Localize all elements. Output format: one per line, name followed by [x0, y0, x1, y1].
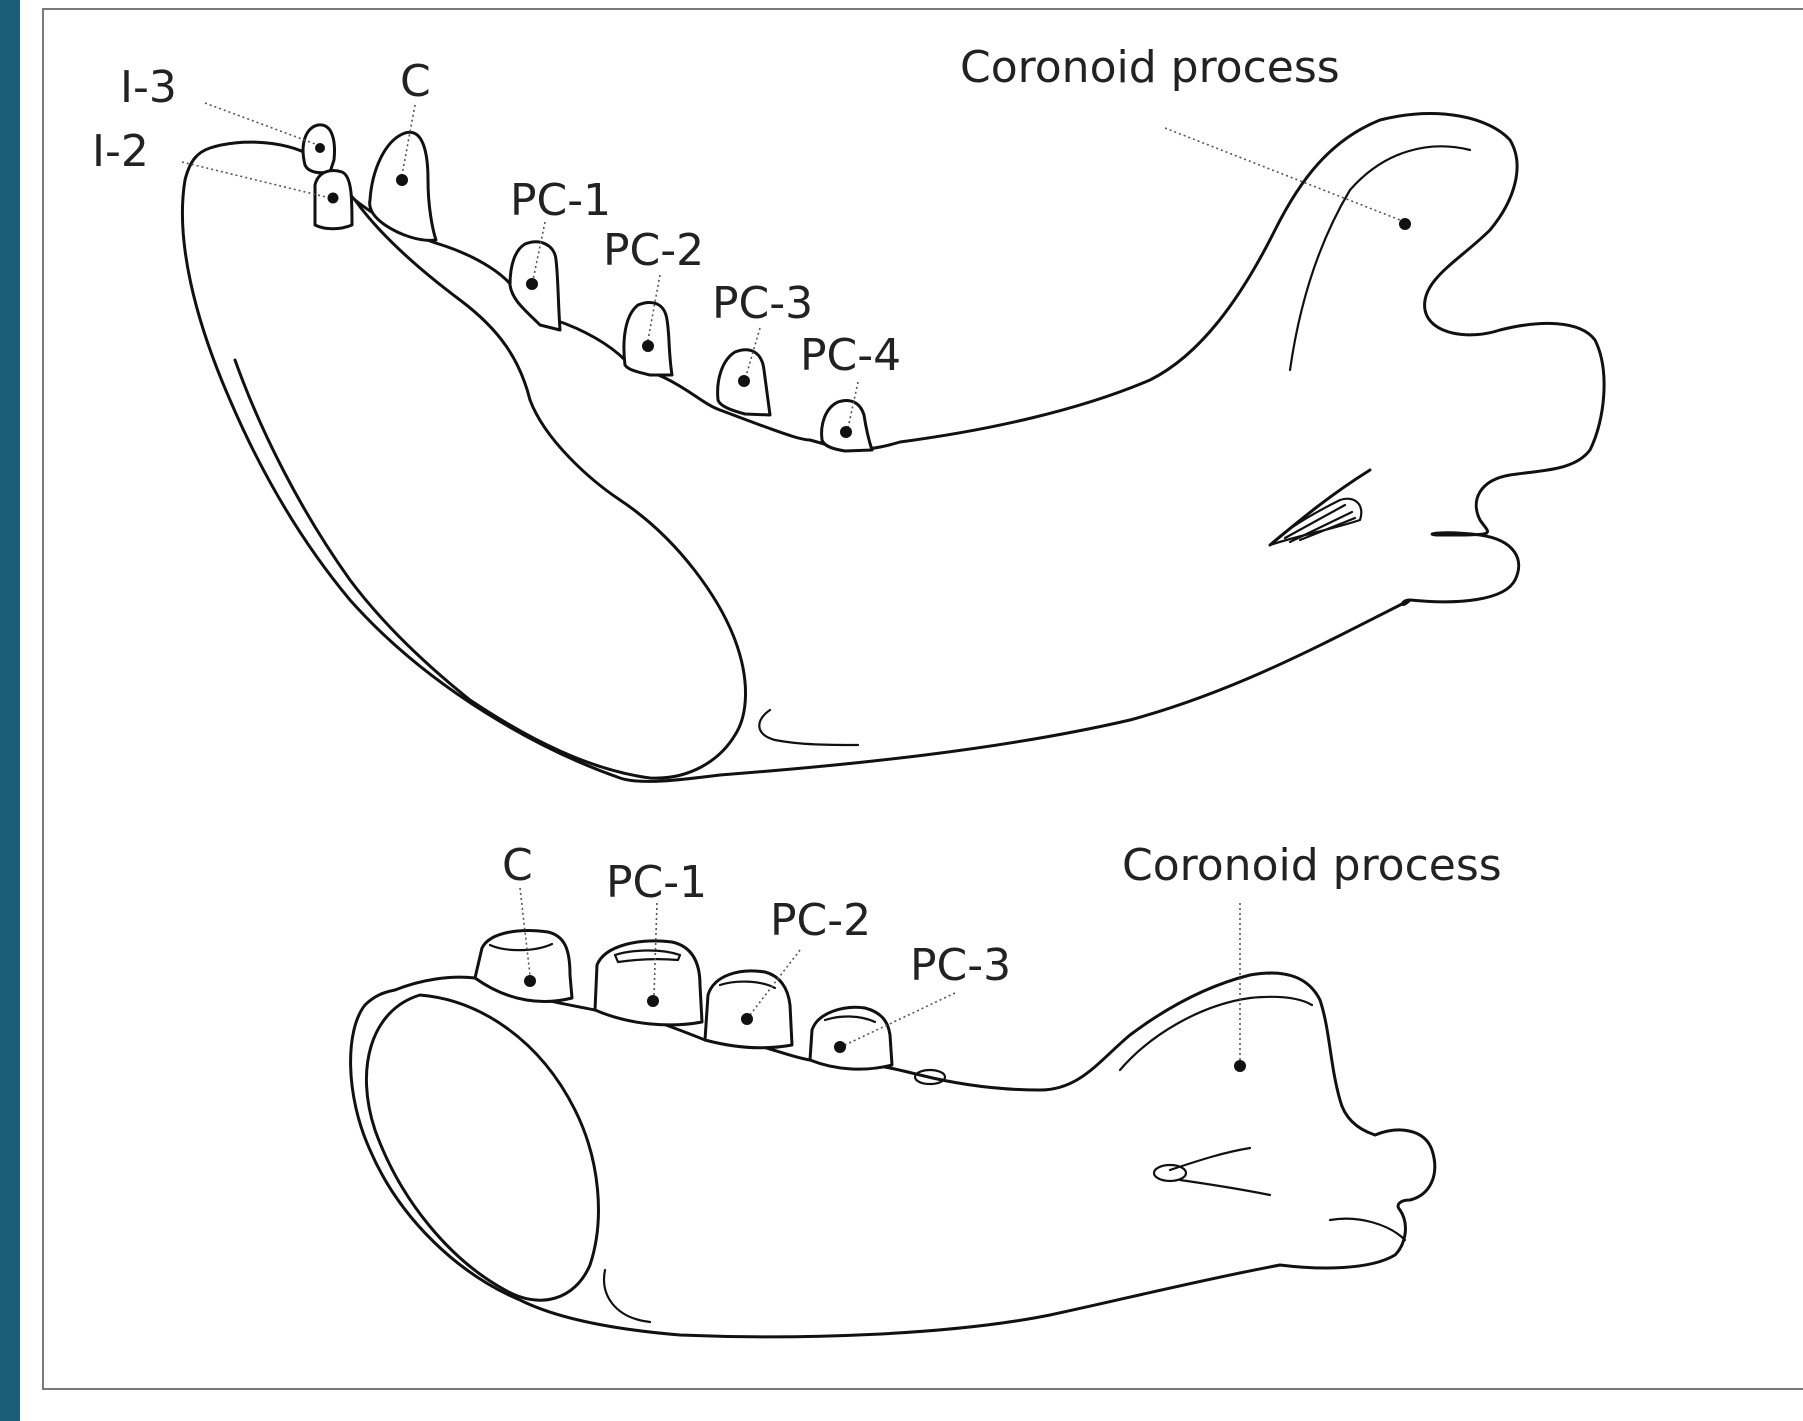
dot-i2-upper	[328, 193, 339, 204]
lower-ventral-ridge	[604, 1270, 650, 1322]
figure-frame	[43, 9, 1803, 1389]
dot-pc3-upper	[738, 375, 750, 387]
upper-masseteric-mark	[1270, 470, 1370, 545]
lower-coronoid-crest	[1120, 997, 1312, 1070]
lower-mandible	[351, 931, 1435, 1337]
upper-ventral-ridge	[759, 710, 858, 745]
dot-coronoid-lower	[1234, 1060, 1246, 1072]
tooth-pc4-upper	[822, 401, 872, 451]
label-pc3-upper: PC-3	[712, 278, 813, 329]
tooth-c-upper	[370, 132, 436, 240]
dot-i3-upper	[315, 143, 325, 153]
label-coronoid-upper: Coronoid process	[960, 42, 1340, 93]
dot-c-lower	[524, 975, 536, 987]
lower-mandibular-foramen	[1154, 1165, 1186, 1181]
dot-pc2-upper	[642, 340, 654, 352]
dot-coronoid-upper	[1399, 218, 1411, 230]
dot-pc3-lower	[834, 1041, 846, 1053]
label-pc3-lower: PC-3	[910, 940, 1011, 991]
label-pc2-upper: PC-2	[603, 225, 704, 276]
upper-labels: I-3 I-2 C PC-1 PC-2 PC-3 PC-4 Coronoid p…	[92, 42, 1340, 381]
leader-i3-upper	[205, 103, 318, 145]
label-c-lower: C	[502, 840, 533, 891]
tooth-pc2-upper	[624, 302, 672, 375]
lower-symphysis-face	[366, 995, 598, 1300]
upper-coronoid-crest	[1290, 146, 1470, 370]
label-pc2-lower: PC-2	[770, 895, 871, 946]
label-pc1-upper: PC-1	[510, 175, 611, 226]
upper-annotations	[182, 103, 1411, 438]
dot-pc1-upper	[526, 278, 538, 290]
label-pc1-lower: PC-1	[606, 857, 707, 908]
upper-mandible	[182, 114, 1604, 782]
label-c-upper: C	[400, 56, 431, 107]
label-pc4-upper: PC-4	[800, 330, 901, 381]
tooth-c-lower	[475, 931, 572, 1002]
dot-c-upper	[396, 174, 408, 186]
upper-symphysis-line	[235, 200, 746, 778]
dot-pc1-lower	[647, 995, 659, 1007]
label-i2-upper: I-2	[92, 126, 149, 177]
lower-masseteric-lower	[1180, 1180, 1270, 1195]
lower-mandible-outline	[351, 973, 1435, 1337]
label-coronoid-lower: Coronoid process	[1122, 840, 1502, 891]
label-i3-upper: I-3	[120, 62, 177, 113]
tooth-pc1-lower	[595, 941, 702, 1025]
dot-pc2-lower	[741, 1013, 753, 1025]
dot-pc4-upper	[840, 426, 852, 438]
lower-angular-line	[1330, 1219, 1405, 1240]
